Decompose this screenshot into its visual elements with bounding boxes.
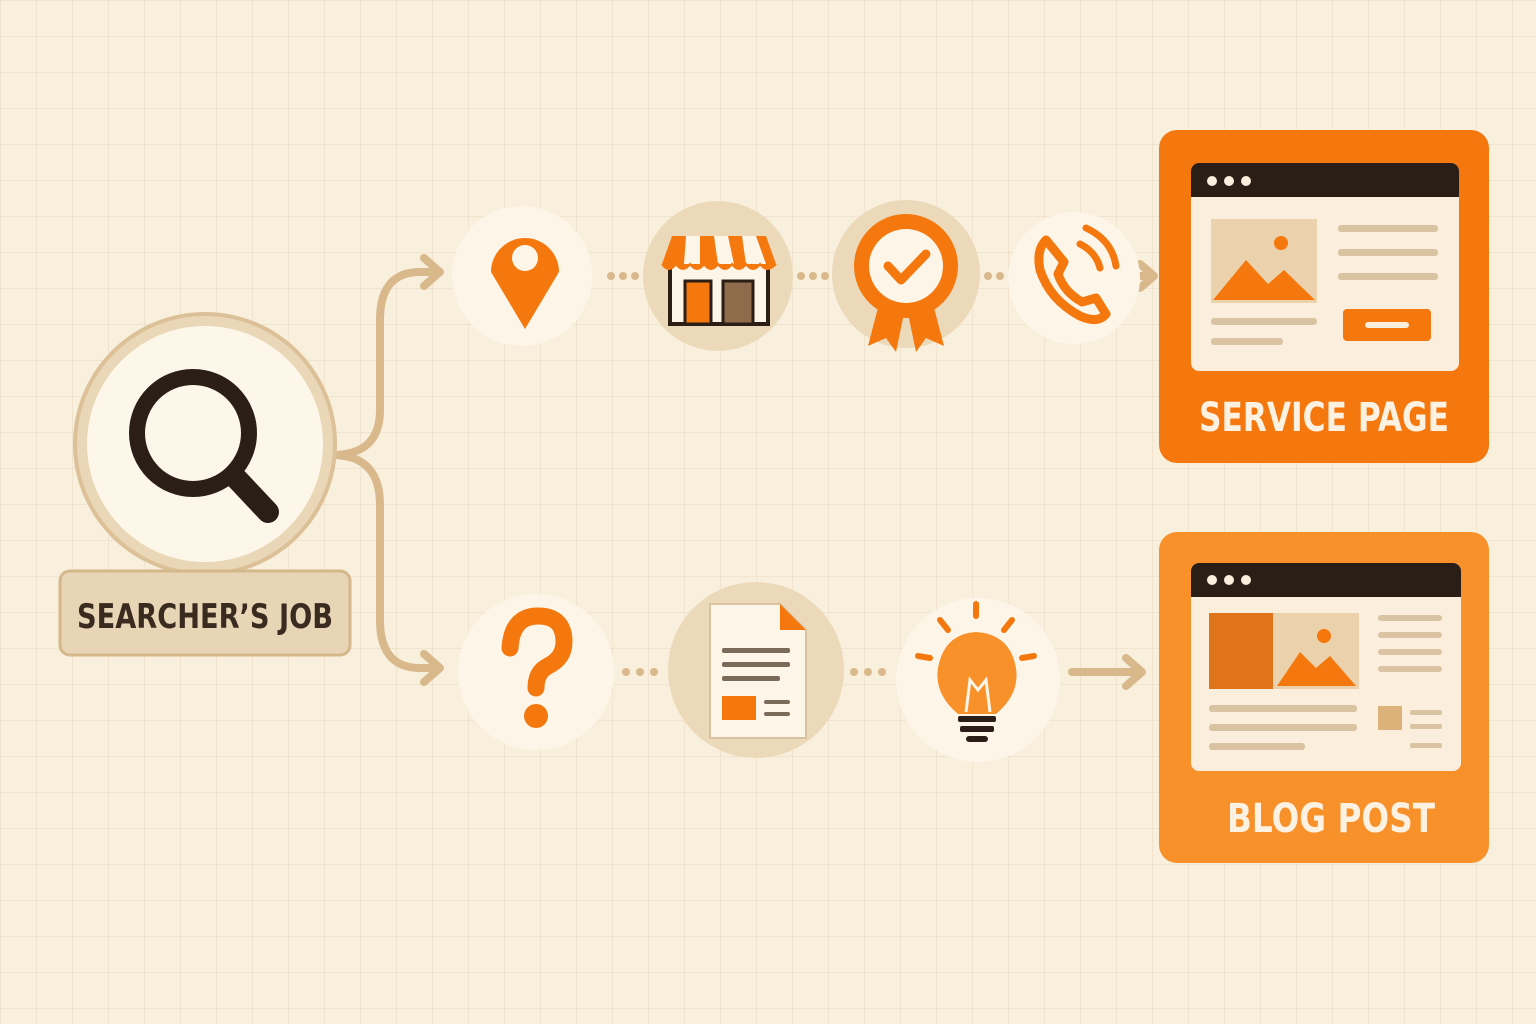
destination-label: SERVICE PAGE <box>1199 395 1449 441</box>
dot <box>619 272 627 280</box>
dot <box>809 272 817 280</box>
step-circle <box>1008 212 1140 344</box>
step-phone <box>1008 212 1140 344</box>
map-pin-icon <box>491 238 559 329</box>
source-circle <box>87 326 323 562</box>
dot <box>636 668 644 676</box>
dot <box>650 668 658 676</box>
browser-window-icon <box>1191 163 1459 371</box>
source-label-box <box>58 569 352 657</box>
connector-upper <box>328 268 440 459</box>
browser-window-icon <box>1191 563 1461 771</box>
connector-lower <box>328 451 440 672</box>
question-mark-icon <box>501 607 573 728</box>
connector-lower-arrowhead <box>420 650 444 686</box>
document-icon <box>709 603 807 739</box>
top-row-dots <box>607 272 1004 280</box>
award-badge-icon <box>854 214 958 352</box>
dot <box>631 272 639 280</box>
dot <box>864 668 872 676</box>
dot <box>878 668 886 676</box>
dot <box>850 668 858 676</box>
branch-connectors <box>328 254 444 686</box>
dot <box>622 668 630 676</box>
dot <box>797 272 805 280</box>
source-node: SEARCHER’S JOB <box>58 312 352 657</box>
destination-blog-post: BLOG POST <box>1159 532 1489 863</box>
bottom-row-dots <box>622 668 886 676</box>
source-label: SEARCHER’S JOB <box>77 597 333 637</box>
step-storefront <box>643 201 793 351</box>
step-location <box>452 206 592 346</box>
dot <box>607 272 615 280</box>
destination-service-page: SERVICE PAGE <box>1159 130 1489 463</box>
magnifying-glass-icon <box>129 369 279 523</box>
bottom-row-arrow <box>1068 654 1146 690</box>
connector-upper-arrowhead <box>420 254 444 290</box>
storefront-icon <box>661 236 777 326</box>
phone-call-icon <box>1034 224 1120 324</box>
step-award <box>832 200 980 352</box>
lightbulb-icon <box>915 601 1037 742</box>
destination-label: BLOG POST <box>1227 796 1436 842</box>
step-question <box>458 594 614 750</box>
step-document <box>668 582 844 758</box>
dot <box>984 272 992 280</box>
dot <box>821 272 829 280</box>
step-idea <box>896 598 1060 762</box>
dot <box>996 272 1004 280</box>
